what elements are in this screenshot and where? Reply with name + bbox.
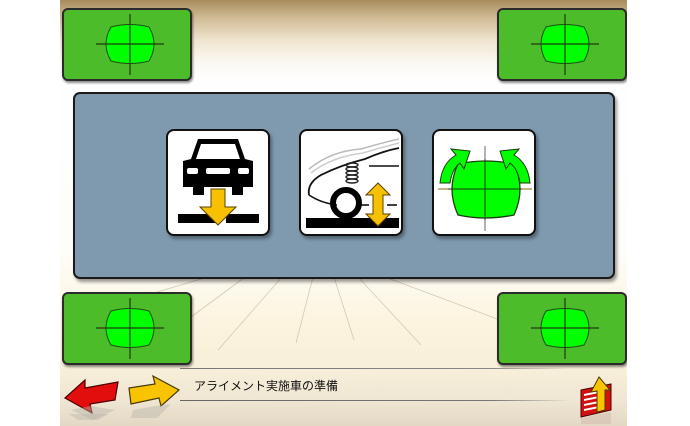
wheel-rotate-icon (438, 146, 532, 231)
wheel-runout-button[interactable] (432, 129, 536, 236)
status-divider-top (180, 368, 570, 369)
action-panel (73, 92, 615, 279)
wheel-target-icon (96, 298, 164, 359)
status-divider-bottom (180, 400, 570, 401)
wheel-tile-rear-left[interactable] (62, 292, 192, 365)
yellow-forward-arrow-icon (128, 374, 181, 418)
wheel-tile-front-right[interactable] (497, 8, 627, 81)
wheel-target-icon (96, 14, 164, 75)
red-back-arrow-icon (63, 378, 119, 426)
menu-up-arrow-icon (580, 376, 612, 424)
wheel-target-icon (531, 298, 599, 359)
wheel-target-icon (531, 14, 599, 75)
ride-height-button[interactable] (299, 129, 403, 236)
status-text: アライメント実施車の準備 (194, 379, 339, 393)
back-button[interactable] (63, 374, 119, 426)
car-lower-arrow-icon (178, 139, 259, 226)
wheel-tile-rear-right[interactable] (497, 292, 627, 365)
wheel-height-icon (306, 138, 400, 228)
status-bar: アライメント実施車の準備 (180, 368, 570, 401)
wheel-tile-front-left[interactable] (62, 8, 192, 81)
menu-button[interactable] (577, 372, 617, 424)
background-rays (119, 276, 501, 351)
lower-vehicle-button[interactable] (166, 129, 270, 236)
alignment-screen: アライメント実施車の準備 (60, 0, 627, 426)
forward-button[interactable] (127, 372, 183, 420)
